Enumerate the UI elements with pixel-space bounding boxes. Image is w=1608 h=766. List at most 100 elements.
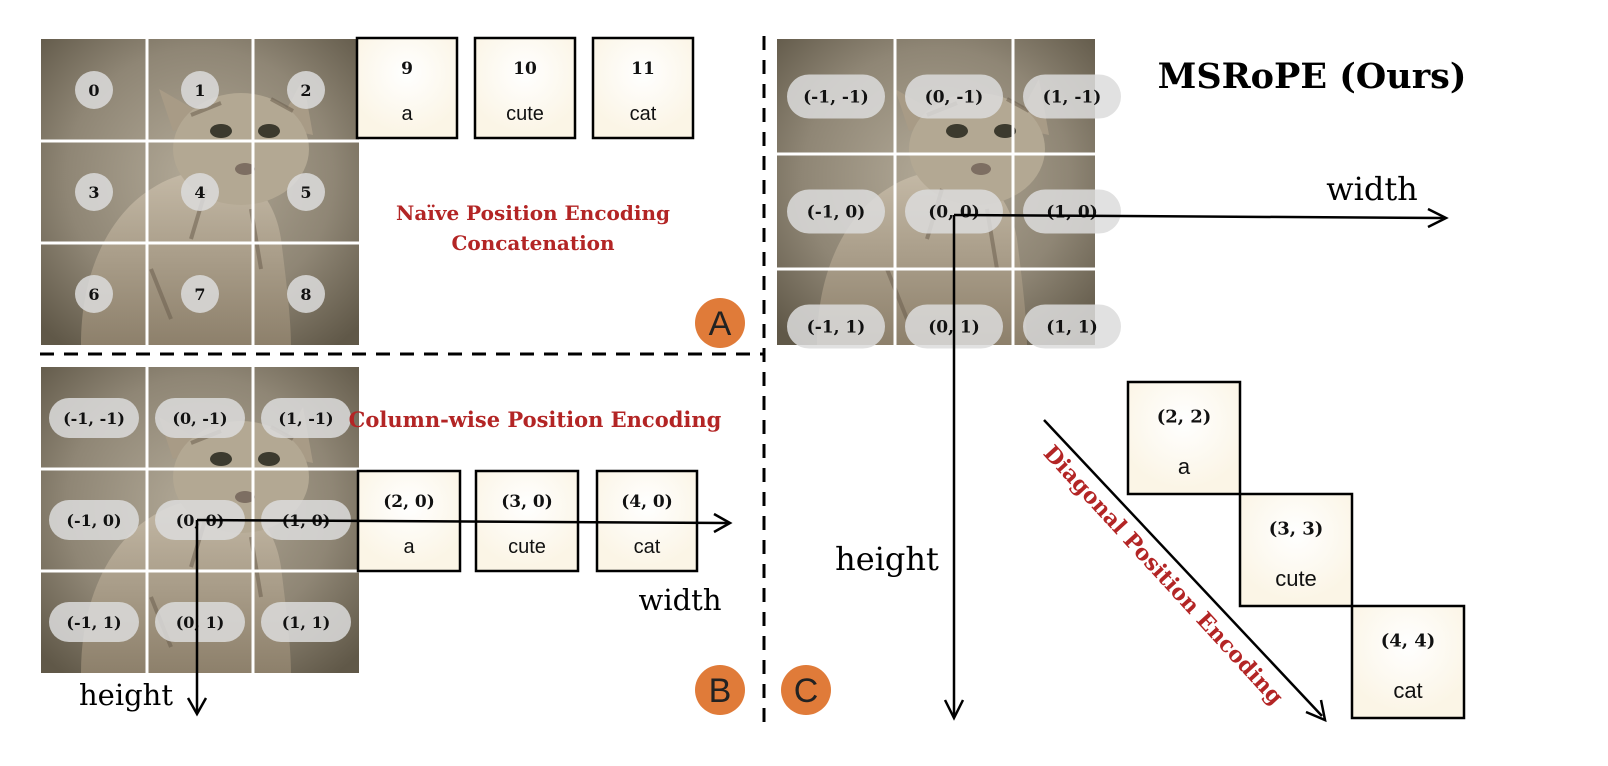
patch-label-bubble [155,398,245,438]
patch-label-bubble [75,71,113,109]
token-position-label: 11 [631,59,655,79]
patch-position-label: 3 [88,183,99,202]
badge-b: B [709,672,732,710]
token-word: a [403,536,415,558]
patch-label-bubble [905,74,1003,119]
patch-label-bubble [49,602,139,642]
text-tokens-b: (2, 0) a (3, 0) cute (4, 0) cat [356,469,699,573]
patch-position-label: 4 [194,183,205,202]
token-word: a [401,103,413,125]
text-token-box [473,36,577,140]
patch-label-bubble [287,71,325,109]
patch-label-bubble [1023,304,1121,349]
patch-position-label: (-1, 0) [66,511,121,530]
patch-position-label: (-1, 1) [807,318,866,338]
patch-label-bubble [287,173,325,211]
panel-c-title: MSRoPE (Ours) [1158,56,1467,97]
token-word: a [1178,454,1191,479]
patch-label-bubble [181,71,219,109]
patch-position-label: (0, -1) [172,409,227,428]
patch-position-label: 7 [194,285,205,304]
text-tokens-a: 9 a 10 cute 11 cat [355,36,695,140]
token-word: cute [1275,566,1317,591]
width-label-b: width [639,583,722,617]
token-word: cat [1393,678,1422,703]
patch-position-label: 2 [300,81,311,100]
patch-label-bubble [75,173,113,211]
panel-a-title-line1: Naïve Position Encoding [396,201,670,225]
token-word: cat [630,103,657,125]
token-word: cute [508,536,546,558]
width-arrowhead-c [1427,207,1449,229]
panel-b-title: Column-wise Position Encoding [349,407,722,432]
text-token-box [1126,380,1242,496]
patch-position-label: 6 [88,285,99,304]
patch-position-label: 0 [88,81,99,100]
text-token-box [1238,492,1354,608]
diagonal-arrow [1043,419,1323,717]
patch-position-label: (0, 1) [176,613,225,632]
patch-position-label: 1 [194,81,205,100]
panel-a-title-line2: Concatenation [451,231,615,255]
patch-label-bubble [261,602,351,642]
patch-position-label: (-1, -1) [803,88,869,108]
patch-label-bubble [787,74,885,119]
height-arrowhead-b [186,697,208,717]
width-arrowhead-b [713,512,733,534]
badge-a-circle [695,298,745,348]
patch-position-label: (1, 1) [1046,318,1098,338]
token-position-label: (4, 4) [1381,630,1436,651]
height-label-b: height [79,678,173,712]
patch-label-bubble [905,189,1003,234]
token-word: cat [634,536,661,558]
token-position-label: (4, 0) [621,492,673,512]
width-arrow-c [953,213,1445,220]
patch-label-bubble [49,500,139,540]
token-position-label: 9 [401,59,413,79]
badge-c-circle [781,665,831,715]
token-position-label: (3, 3) [1269,518,1324,539]
badge-a: A [709,305,732,343]
diagonal-arrowhead [1305,699,1327,723]
patch-position-label: (0, -1) [925,88,984,108]
patch-position-label: 5 [300,183,311,202]
width-arrow-b [196,518,729,525]
patch-label-bubble [181,173,219,211]
panel-a: 0 1 2 3 4 5 6 7 8 9 a 10 cute 11 cat Naïve Position E… [39,36,745,348]
patch-position-label: (-1, 1) [66,613,121,632]
height-label-c: height [835,540,939,578]
patch-label-bubble [787,304,885,349]
patch-position-label: (-1, 0) [807,203,866,223]
height-arrowhead-c [943,699,965,721]
token-position-label: (3, 0) [501,492,553,512]
patch-position-label: (-1, -1) [63,409,125,428]
patch-position-label: (1, 0) [1046,203,1098,223]
token-word: cute [506,103,544,125]
patch-label-bubble [1023,74,1121,119]
token-position-label: 10 [513,59,537,79]
patch-label-bubble [787,189,885,234]
patch-position-label: (1, 1) [282,613,331,632]
panel-b: (-1, -1)(0, -1)(1, -1)(-1, 0)(0, 0)(1, 0… [39,365,745,717]
patch-grid-a: 0 1 2 3 4 5 6 7 8 [41,39,359,345]
patch-label-bubble [75,275,113,313]
patch-position-label: 8 [300,285,311,304]
patch-label-bubble [261,398,351,438]
patch-position-label: (1, -1) [278,409,333,428]
text-token-box [355,36,459,140]
token-position-label: (2, 2) [1157,406,1212,427]
patch-grid-c: (-1, -1) (0, -1) (1, -1) (-1, 0) (0, 0) (1, 0… [777,39,1131,384]
text-tokens-c: (2, 2) a (3, 3) cute (4, 4) cat [1126,380,1466,720]
patch-label-bubble [1023,189,1121,234]
text-token-box [595,469,699,573]
text-token-box [1350,604,1466,720]
patch-position-label: (0, 0) [928,203,980,223]
patch-label-bubble [49,398,139,438]
token-position-label: (2, 0) [383,492,435,512]
text-token-box [591,36,695,140]
patch-label-bubble [287,275,325,313]
badge-c: C [794,672,819,710]
badge-b-circle [695,665,745,715]
patch-position-label: (1, -1) [1043,88,1102,108]
